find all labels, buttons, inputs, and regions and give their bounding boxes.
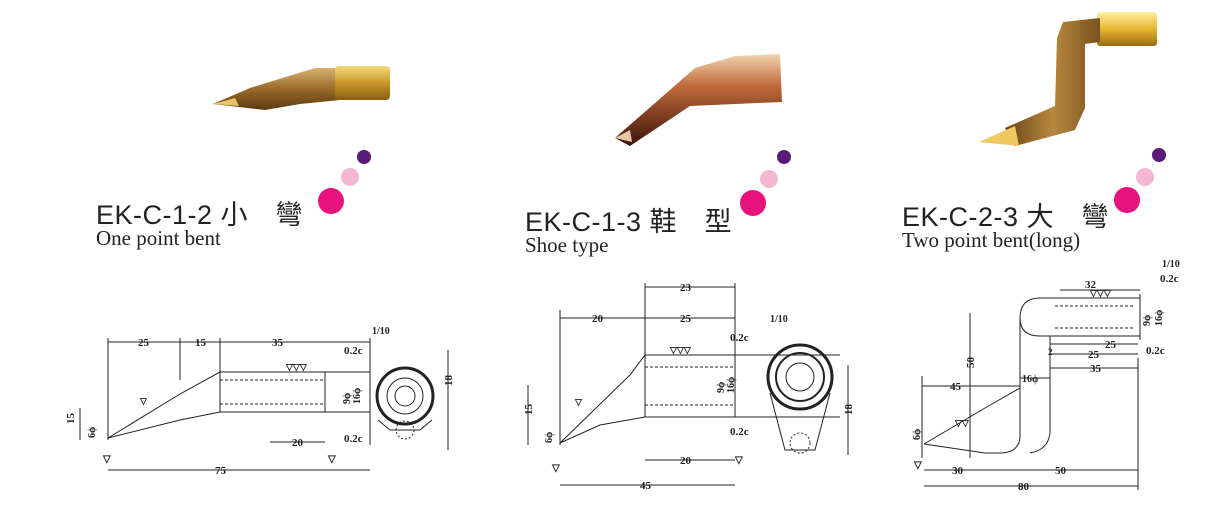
svg-text:▽: ▽ xyxy=(913,460,922,471)
dim-chamfer-top: 0.2c xyxy=(344,345,363,357)
dim-75: 75 xyxy=(215,465,227,477)
decorative-dot-mid xyxy=(760,170,778,188)
decorative-dot-large xyxy=(318,188,344,214)
product-code: EK-C-2-3 大 彎 xyxy=(902,202,1110,232)
decorative-dot-small xyxy=(357,150,371,164)
dim-25: 25 xyxy=(680,313,692,325)
svg-text:▽▽: ▽▽ xyxy=(954,418,970,428)
dim-25b: 25 xyxy=(1088,349,1100,361)
technical-drawing-ek-c-1-3: 23 20 25 1/10 0.2c ▽▽▽ ▽ 15 6ϕ ▽ 9ϕ 16ϕ … xyxy=(523,282,855,492)
dim-ratio: 1/10 xyxy=(372,326,390,337)
dim-15: 15 xyxy=(195,337,207,349)
dim-ratio: 1/10 xyxy=(770,314,788,325)
dim-35: 35 xyxy=(1090,363,1102,375)
decorative-dot-small xyxy=(1152,148,1166,162)
dim-20-top: 20 xyxy=(592,313,604,325)
decorative-dot-large xyxy=(740,190,766,216)
dim-18: 18 xyxy=(443,375,455,387)
dim-16phi-mid: 16ϕ xyxy=(1022,374,1038,385)
dim-chamfer-top: 0.2c xyxy=(730,332,749,344)
dim-25: 25 xyxy=(138,337,150,349)
technical-drawing-ek-c-2-3: 1/10 32 0.2c ▽▽▽ 9ϕ 16ϕ 50 25 2 25 0.2c … xyxy=(912,259,1180,493)
product-panel-ek-c-1-2: EK-C-1-2 小 彎 One point bent 25 15 35 1/1… xyxy=(0,0,470,512)
dim-chamfer-bot: 0.2c xyxy=(1146,345,1165,357)
dim-30: 30 xyxy=(952,465,964,477)
dim-9phi: 9ϕ xyxy=(1142,315,1153,326)
svg-text:▽: ▽ xyxy=(734,455,743,466)
dim-2: 2 xyxy=(1048,347,1053,357)
tip-photo-two-point-bent xyxy=(979,12,1157,146)
svg-text:▽▽▽: ▽▽▽ xyxy=(1089,288,1112,298)
dim-50: 50 xyxy=(1055,465,1067,477)
dim-32: 32 xyxy=(1085,279,1097,291)
technical-drawing-ek-c-1-2: 25 15 35 1/10 0.2c ▽ ▽▽▽ 15 6ϕ ▽ 9ϕ 16ϕ … xyxy=(65,326,455,477)
product-panel-ek-c-2-3: EK-C-2-3 大 彎 Two point bent(long) 1/10 3… xyxy=(880,0,1208,512)
dim-16phi: 16ϕ xyxy=(726,377,737,393)
dim-9phi: 9ϕ xyxy=(716,382,727,393)
decorative-dot-mid xyxy=(341,168,359,186)
dim-35: 35 xyxy=(272,337,284,349)
product-description: Two point bent(long) xyxy=(902,228,1081,252)
svg-text:▽: ▽ xyxy=(327,454,336,465)
dim-6phi: 6ϕ xyxy=(87,427,98,438)
dim-15v: 15 xyxy=(523,404,535,416)
svg-text:▽▽▽: ▽▽▽ xyxy=(285,362,308,372)
dim-45: 45 xyxy=(950,381,962,393)
tip-photo-shoe-type xyxy=(615,54,782,146)
dim-ratio: 1/10 xyxy=(1162,259,1180,270)
decorative-dot-large xyxy=(1114,187,1140,213)
dim-23: 23 xyxy=(680,282,692,294)
product-description: One point bent xyxy=(96,226,221,250)
dim-20: 20 xyxy=(292,437,304,449)
dim-18: 18 xyxy=(843,404,855,416)
dim-25a: 25 xyxy=(1105,339,1117,351)
product-code: EK-C-1-2 小 彎 xyxy=(96,200,304,230)
product-description: Shoe type xyxy=(525,233,609,257)
dim-chamfer-bot: 0.2c xyxy=(730,426,749,438)
dim-9phi: 9ϕ xyxy=(342,393,353,404)
dim-20: 20 xyxy=(680,455,692,467)
dim-80: 80 xyxy=(1018,481,1030,493)
dim-16phi: 16ϕ xyxy=(1154,310,1165,326)
decorative-dot-small xyxy=(777,150,791,164)
dim-15v: 15 xyxy=(65,413,77,425)
dim-chamfer-bot: 0.2c xyxy=(344,433,363,445)
svg-text:▽: ▽ xyxy=(551,463,560,474)
product-code: EK-C-1-3 鞋 型 xyxy=(525,207,733,237)
dim-50v: 50 xyxy=(965,357,977,369)
dim-16phi: 16ϕ xyxy=(352,388,363,404)
svg-text:▽: ▽ xyxy=(139,396,148,406)
dim-chamfer-top: 0.2c xyxy=(1160,273,1179,285)
svg-text:▽: ▽ xyxy=(102,454,111,465)
dim-6phi: 6ϕ xyxy=(912,429,923,440)
decorative-dot-mid xyxy=(1136,168,1154,186)
dim-45: 45 xyxy=(640,480,652,492)
dim-6phi: 6ϕ xyxy=(544,432,555,443)
product-panel-ek-c-1-3: EK-C-1-3 鞋 型 Shoe type 23 20 25 1/10 0.2… xyxy=(470,0,880,512)
tip-photo-one-point-bent xyxy=(213,66,390,110)
svg-text:▽▽▽: ▽▽▽ xyxy=(669,345,692,355)
svg-text:▽: ▽ xyxy=(574,397,583,407)
